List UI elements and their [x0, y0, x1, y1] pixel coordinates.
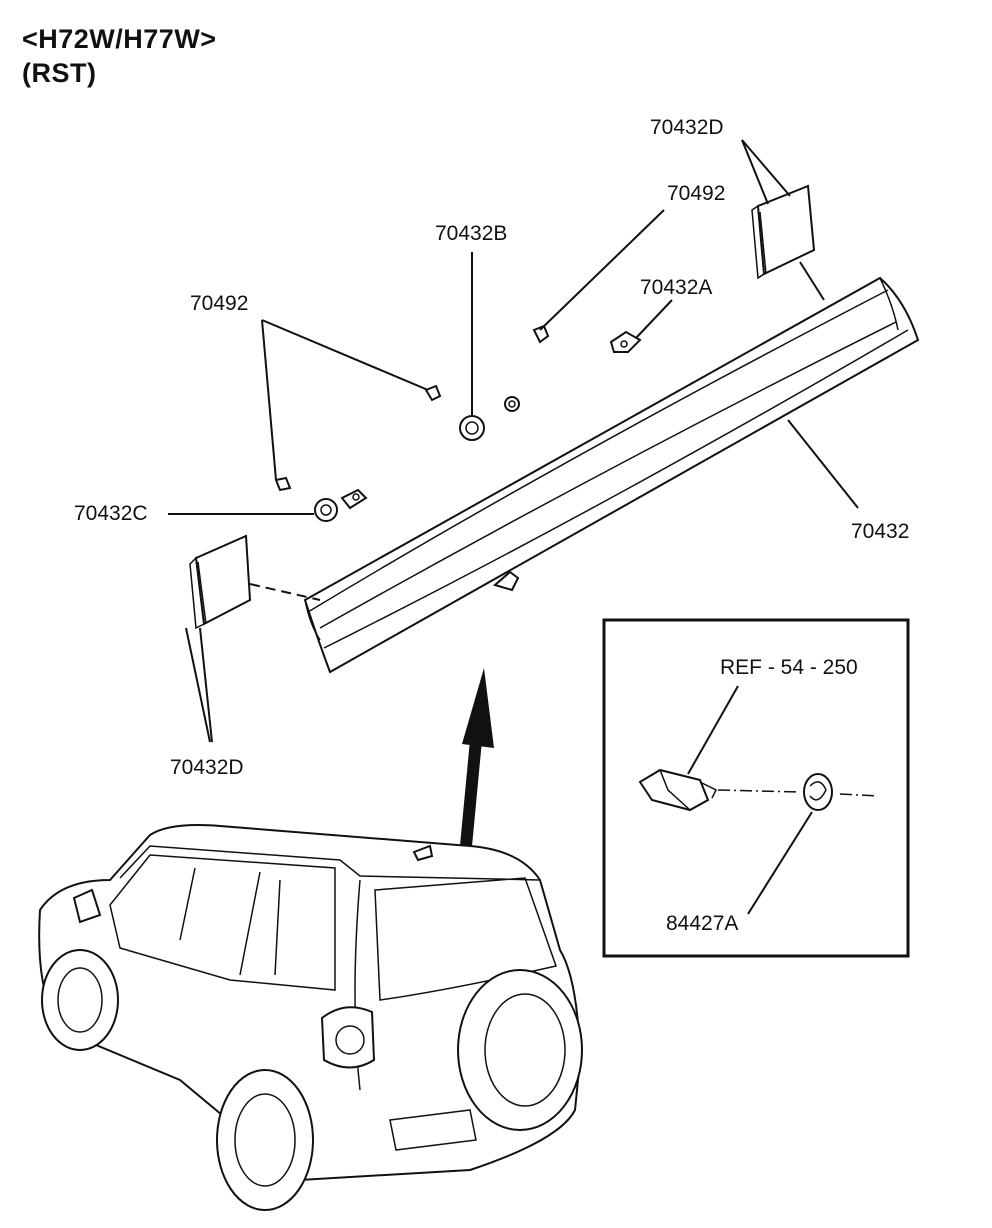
label-clip-left: 70492	[190, 292, 249, 315]
label-pad-bottom-left: 70432D	[170, 756, 244, 779]
grommet-c	[314, 488, 368, 522]
clip-top	[532, 324, 550, 344]
variant-heading: (RST)	[22, 58, 97, 88]
pad-bottom-left	[189, 534, 252, 630]
up-arrow	[460, 668, 494, 847]
label-grommet-top: 70432B	[435, 222, 508, 245]
label-spoiler: 70432	[851, 520, 910, 543]
rear-spoiler	[303, 276, 920, 674]
clip-left-upper	[424, 384, 442, 402]
clip-left-lower	[274, 476, 292, 492]
label-bracket-a: 70432A	[640, 276, 713, 299]
label-pad-top-right: 70432D	[650, 116, 724, 139]
label-ref: REF - 54 - 250	[720, 656, 858, 679]
model-codes-heading: <H72W/H77W>	[22, 24, 217, 54]
detail-box	[602, 618, 910, 958]
label-clip-top: 70492	[667, 182, 726, 205]
bracket-a	[609, 330, 642, 353]
label-detail-part: 84427A	[666, 912, 739, 935]
leader-lines	[168, 139, 859, 743]
washer	[504, 396, 520, 412]
pad-top-right	[751, 184, 816, 280]
grommet-b	[459, 415, 485, 441]
vehicle	[38, 824, 583, 1211]
label-grommet-left: 70432C	[74, 502, 148, 525]
